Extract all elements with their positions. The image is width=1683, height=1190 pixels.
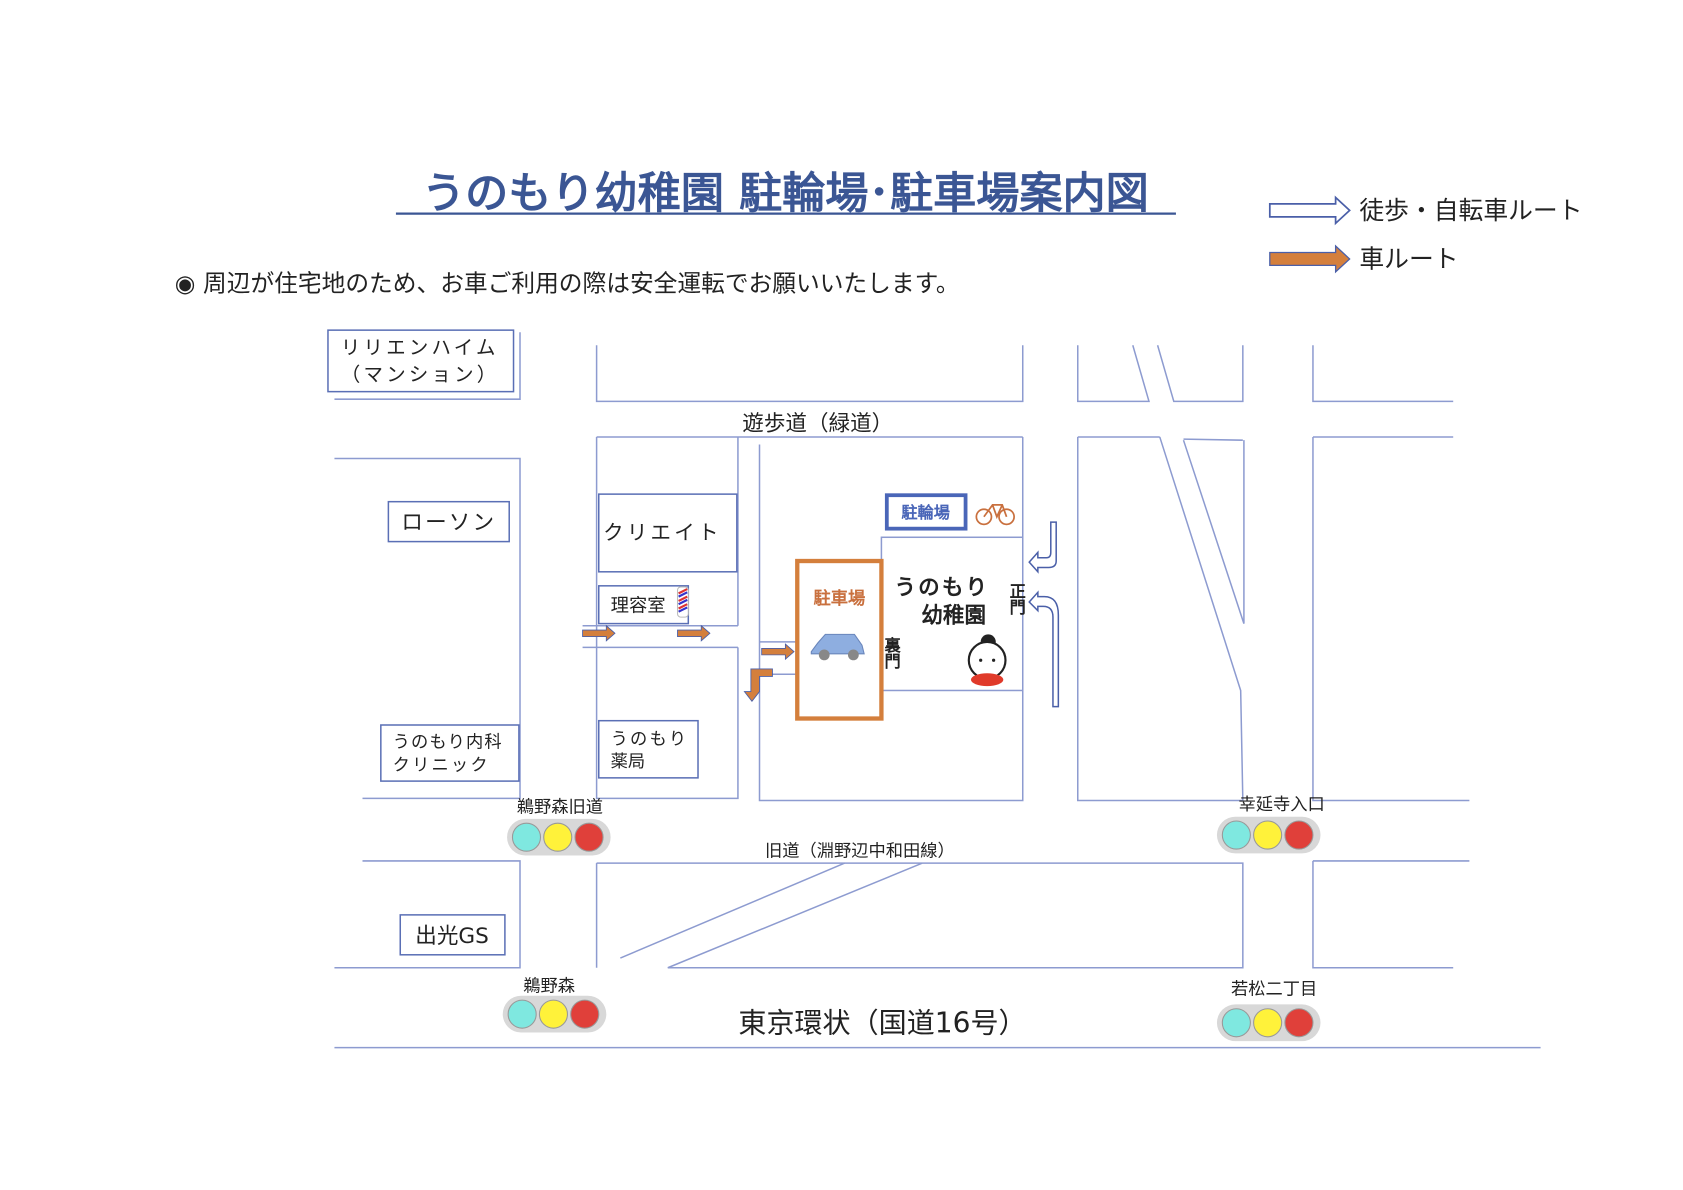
signal-unomori: 鵜野森 bbox=[502, 976, 607, 1034]
svg-text:幸延寺入口: 幸延寺入口 bbox=[1239, 795, 1325, 815]
building-mansion: リリエンハイム （マンション） bbox=[327, 329, 515, 393]
building-barber: 理容室 bbox=[598, 585, 690, 625]
building-pharmacy: うのもり 薬局 bbox=[598, 719, 699, 779]
svg-text:うのもり: うのもり bbox=[611, 729, 689, 749]
svg-text:幼稚園: 幼稚園 bbox=[921, 603, 986, 629]
building-create: クリエイト bbox=[598, 493, 738, 573]
walk-route-arrows bbox=[1028, 521, 1060, 708]
traffic-light-icon bbox=[506, 818, 612, 857]
road-lines bbox=[334, 332, 1541, 1049]
svg-text:出光GS: 出光GS bbox=[415, 924, 489, 949]
svg-text:鵜野森: 鵜野森 bbox=[523, 976, 575, 996]
road-label-old-road: 旧道（淵野辺中和田線） bbox=[765, 842, 955, 862]
svg-text:クリエイト: クリエイト bbox=[603, 520, 722, 544]
page-title: うのもり幼稚園 駐輪場･駐車場案内図 bbox=[422, 169, 1149, 219]
svg-text:うのもり: うのもり bbox=[894, 575, 989, 600]
traffic-light-icon bbox=[1216, 816, 1322, 854]
road-label-promenade: 遊歩道（緑道） bbox=[742, 411, 893, 436]
svg-text:駐輪場: 駐輪場 bbox=[901, 503, 950, 522]
svg-text:薬局: 薬局 bbox=[611, 752, 646, 772]
car-arrow-icon bbox=[1269, 244, 1351, 274]
traffic-light-icon bbox=[502, 995, 607, 1034]
main-gate-label: 正門 bbox=[1007, 583, 1026, 616]
road-label-route16: 東京環状（国道16号） bbox=[738, 1006, 1026, 1039]
car-icon bbox=[810, 633, 865, 661]
kindergarten: うのもり 幼稚園 bbox=[880, 536, 1024, 692]
traffic-light-icon bbox=[1216, 1003, 1322, 1042]
signal-wakamatsu-2chome: 若松二丁目 bbox=[1216, 980, 1322, 1042]
svg-text:（マンション）: （マンション） bbox=[341, 363, 500, 386]
svg-text:徒歩・自転車ルート: 徒歩・自転車ルート bbox=[1359, 196, 1582, 225]
svg-text:鵜野森旧道: 鵜野森旧道 bbox=[517, 797, 603, 817]
building-lawson: ローソン bbox=[387, 500, 510, 543]
legend-car: 車ルート bbox=[1269, 244, 1459, 274]
building-gas-station: 出光GS bbox=[399, 914, 506, 956]
signal-koenji-iriguchi: 幸延寺入口 bbox=[1216, 795, 1325, 854]
svg-text:車ルート: 車ルート bbox=[1359, 245, 1458, 274]
notice-text: ◉ 周辺が住宅地のため、お車ご利用の際は安全運転でお願いいたします。 bbox=[175, 269, 960, 297]
signal-unomori-kyudo: 鵜野森旧道 bbox=[506, 797, 612, 857]
car-parking: 駐車場 bbox=[795, 558, 884, 721]
building-clinic: うのもり内科 クリニック bbox=[380, 724, 520, 782]
bike-parking: 駐輪場 bbox=[884, 493, 1015, 531]
svg-text:駐車場: 駐車場 bbox=[813, 588, 865, 609]
svg-text:リリエンハイム: リリエンハイム bbox=[341, 336, 499, 359]
walk-arrow-icon bbox=[1268, 195, 1351, 226]
svg-text:若松二丁目: 若松二丁目 bbox=[1231, 980, 1317, 1000]
svg-text:ローソン: ローソン bbox=[401, 511, 496, 536]
mascot-icon bbox=[967, 634, 1007, 687]
car-route-arrows bbox=[582, 624, 795, 702]
bicycle-icon bbox=[975, 504, 1015, 526]
back-gate-label: 裏門 bbox=[882, 636, 902, 670]
barber-pole-icon bbox=[676, 586, 689, 618]
svg-text:クリニック: クリニック bbox=[393, 755, 490, 775]
svg-text:うのもり内科: うのもり内科 bbox=[393, 733, 503, 753]
svg-text:理容室: 理容室 bbox=[611, 596, 666, 617]
legend-walk-bike: 徒歩・自転車ルート bbox=[1268, 195, 1583, 226]
